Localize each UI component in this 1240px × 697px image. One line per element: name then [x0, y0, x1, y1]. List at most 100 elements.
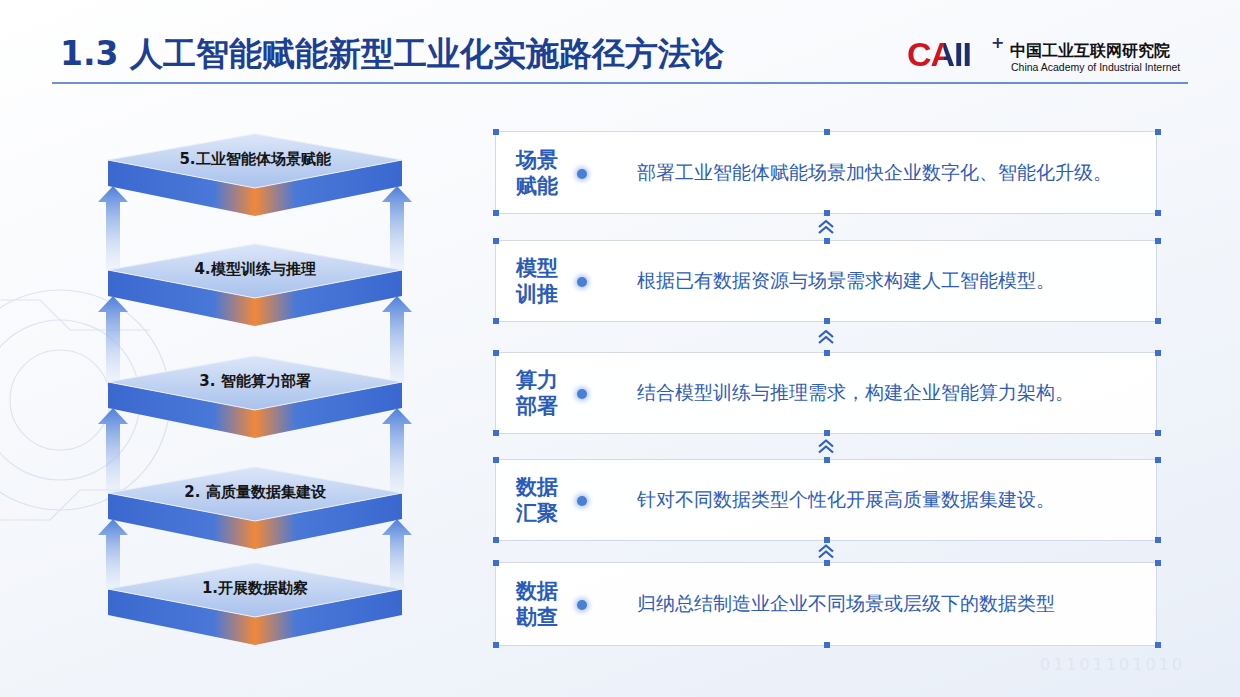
- corner-marker: [1155, 129, 1161, 135]
- corner-marker: [493, 129, 499, 135]
- bullet-dot: [577, 169, 587, 179]
- block-arrow: [98, 296, 128, 381]
- layer-label: 3. 智能算力部署: [108, 370, 402, 392]
- binary-watermark: 01101101010: [1040, 655, 1185, 675]
- step-description: 结合模型训练与推理需求，构建企业智能算力架构。: [637, 381, 1074, 405]
- step-heading: 数据 勘查: [516, 578, 564, 630]
- corner-marker: [1155, 318, 1161, 324]
- layer-slab: 1.开展数据勘察: [108, 562, 402, 646]
- step-description: 根据已有数据资源与场景需求构建人工智能模型。: [637, 269, 1055, 293]
- step-card: 模型 训推 根据已有数据资源与场景需求构建人工智能模型。: [495, 240, 1157, 322]
- corner-marker: [493, 537, 499, 543]
- corner-marker: [493, 238, 499, 244]
- block-arrow: [382, 296, 412, 381]
- layer-slab: 3. 智能算力部署: [108, 355, 402, 439]
- corner-marker: [824, 210, 830, 216]
- connector-line: [826, 434, 827, 459]
- block-arrow: [98, 186, 128, 269]
- org-name: 中国工业互联网研究院: [1010, 41, 1170, 61]
- flow-arrow: [382, 186, 412, 269]
- chevron-head: [819, 447, 833, 453]
- logo-mark: CAII: [907, 34, 971, 74]
- chevron-head: [819, 331, 833, 337]
- layer-label: 4.模型训练与推理: [108, 258, 402, 280]
- flow-arrow: [382, 519, 412, 588]
- layer-label: 5.工业智能体场景赋能: [108, 148, 402, 170]
- step-card: 算力 部署结合模型训练与推理需求，构建企业智能算力架构。: [495, 352, 1157, 434]
- layer-slab: 4.模型训练与推理: [108, 243, 402, 327]
- corner-marker: [493, 430, 499, 436]
- logo-plus: +: [991, 34, 1004, 52]
- corner-marker: [1155, 210, 1161, 216]
- block-arrow: [382, 519, 412, 588]
- corner-marker: [493, 350, 499, 356]
- corner-marker: [1155, 457, 1161, 463]
- layer-label: 1.开展数据勘察: [108, 577, 402, 599]
- connector-line: [826, 322, 827, 352]
- corner-marker: [493, 457, 499, 463]
- corner-marker: [824, 642, 830, 648]
- corner-marker: [824, 318, 830, 324]
- corner-marker: [1155, 430, 1161, 436]
- slab-top: [108, 244, 402, 298]
- flow-arrow: [98, 296, 128, 381]
- flow-arrow: [98, 519, 128, 588]
- corner-marker: [1155, 560, 1161, 566]
- org-name-en: China Academy of Industrial Internet: [1011, 61, 1180, 74]
- chevron-head: [819, 227, 833, 233]
- corner-marker: [824, 350, 830, 356]
- flow-arrow: [98, 408, 128, 492]
- block-arrow: [382, 408, 412, 492]
- layer-slab: 5.工业智能体场景赋能: [108, 133, 402, 217]
- flow-arrow: [98, 186, 128, 269]
- step-description: 针对不同数据类型个性化开展高质量数据集建设。: [637, 488, 1055, 512]
- corner-marker: [1155, 238, 1161, 244]
- corner-marker: [824, 457, 830, 463]
- corner-marker: [1155, 537, 1161, 543]
- bullet-dot: [577, 389, 587, 399]
- corner-marker: [1155, 642, 1161, 648]
- slab-top: [108, 356, 402, 410]
- slab-shape: [108, 355, 402, 439]
- step-card: 场景 赋能部署工业智能体赋能场景加快企业数字化、智能化升级。: [495, 131, 1157, 214]
- flow-arrow: [819, 434, 833, 459]
- layer-slab: 2. 高质量数据集建设: [108, 466, 402, 550]
- layer-label: 2. 高质量数据集建设: [108, 481, 402, 503]
- corner-marker: [824, 238, 830, 244]
- slab-shape: [108, 466, 402, 550]
- corner-marker: [824, 129, 830, 135]
- connector-line: [826, 214, 827, 240]
- slide-title: 1.3 人工智能赋能新型工业化实施路径方法论: [60, 32, 724, 76]
- step-heading: 场景 赋能: [516, 147, 564, 199]
- corner-marker: [824, 560, 830, 566]
- bullet-dot: [577, 277, 587, 287]
- step-heading: 模型 训推: [516, 255, 564, 307]
- chevron-head: [819, 337, 833, 343]
- slab-top: [108, 134, 402, 188]
- flow-arrow: [382, 296, 412, 381]
- bullet-dot: [577, 496, 587, 506]
- corner-marker: [493, 642, 499, 648]
- step-description: 归纳总结制造业企业不同场景或层级下的数据类型: [637, 592, 1055, 616]
- corner-marker: [824, 537, 830, 543]
- chevron-head: [819, 221, 833, 227]
- chevron-head: [819, 552, 833, 558]
- flow-arrow: [382, 408, 412, 492]
- corner-marker: [824, 430, 830, 436]
- flow-arrow: [819, 541, 833, 562]
- slab-shape: [108, 243, 402, 327]
- corner-marker: [493, 560, 499, 566]
- slab-top: [108, 563, 402, 617]
- slab-top: [108, 467, 402, 521]
- corner-marker: [493, 210, 499, 216]
- slab-shape: [108, 133, 402, 217]
- step-card: 数据 汇聚 针对不同数据类型个性化开展高质量数据集建设。: [495, 459, 1157, 541]
- connector-line: [826, 541, 827, 562]
- flow-arrow: [819, 214, 833, 240]
- step-heading: 数据 汇聚: [516, 474, 564, 526]
- block-arrow: [382, 186, 412, 269]
- corner-marker: [493, 318, 499, 324]
- block-arrow: [98, 519, 128, 588]
